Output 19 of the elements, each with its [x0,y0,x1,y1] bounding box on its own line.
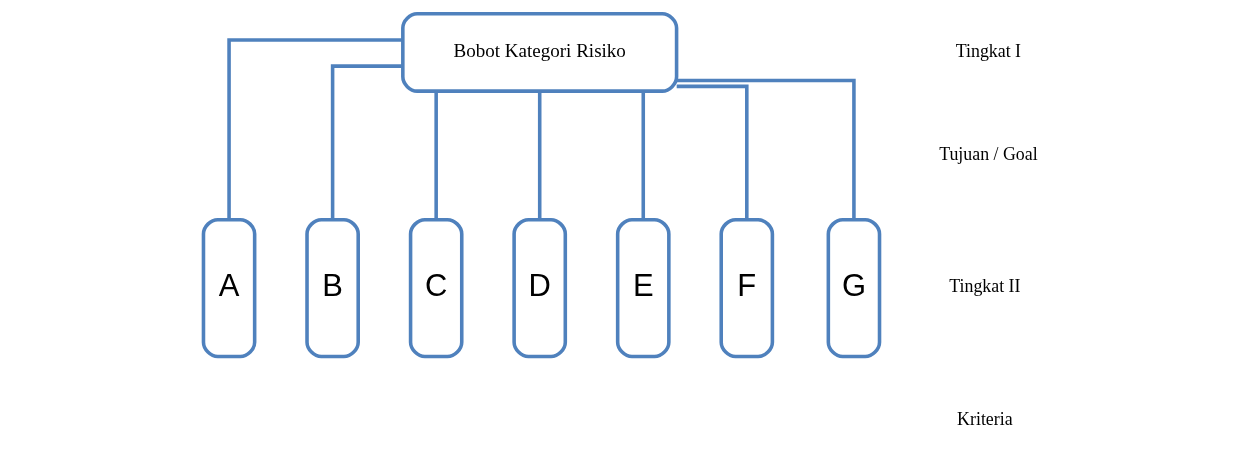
node-box: D [512,217,568,358]
node-box: F [719,217,775,358]
node-box: Bobot Kategori Risiko [401,11,679,93]
connector [227,37,403,220]
label: Tingkat II [949,275,1021,296]
connector [676,84,749,219]
node-box: E [615,217,671,358]
connector [676,78,856,220]
connector [641,90,646,220]
label: Tingkat I [955,40,1022,61]
node-box: B [305,217,360,358]
label: Tujuan / Goal [939,143,1038,164]
node-box: G [826,217,882,358]
connector [330,63,403,219]
connector [434,90,438,220]
label: Kriteria [957,408,1013,429]
connector [537,90,542,220]
node-box: A [201,217,257,358]
node-box: C [408,217,464,358]
